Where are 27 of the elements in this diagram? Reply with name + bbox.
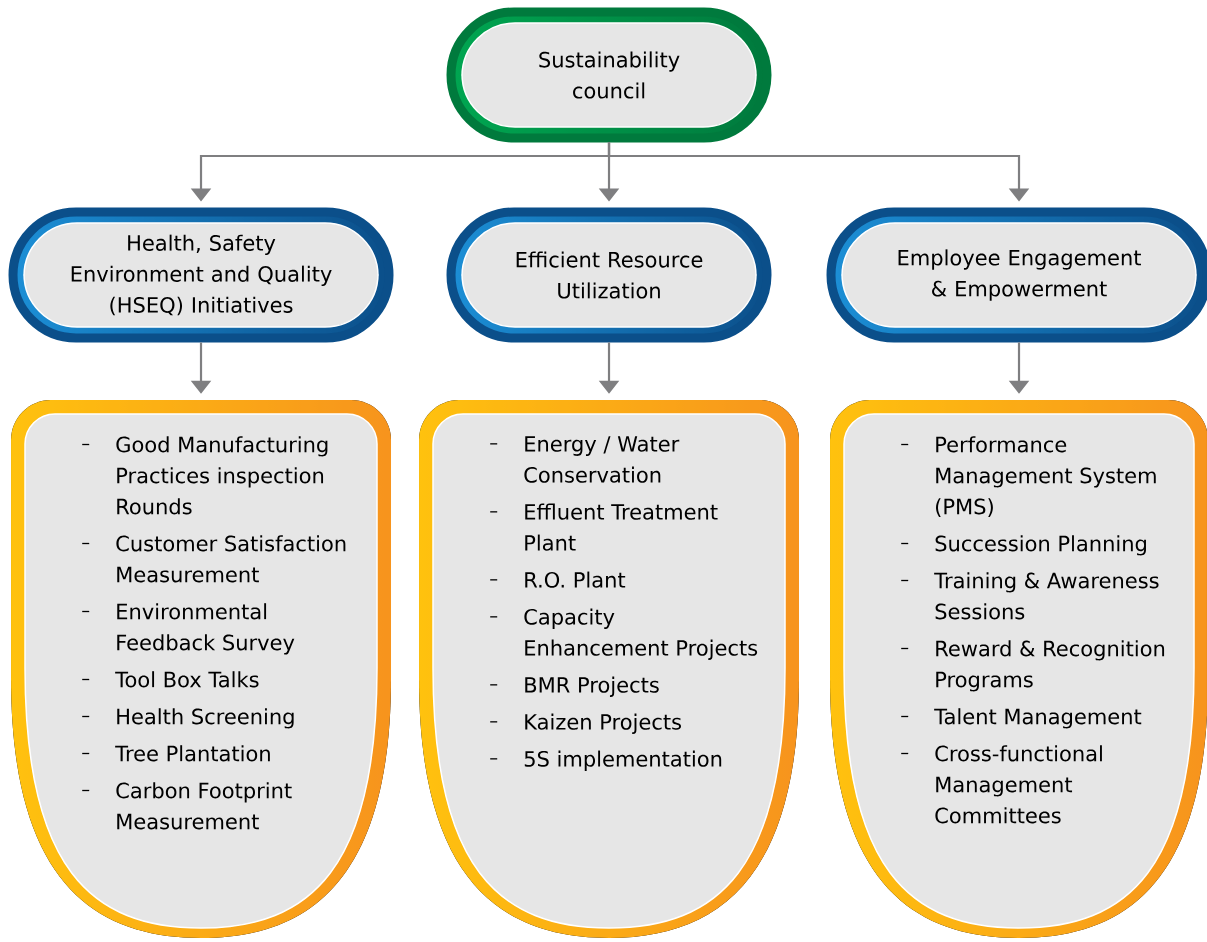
list-panel — [830, 400, 1207, 938]
list-item: Tool Box Talks — [81, 671, 259, 688]
list-item: Energy / Water Conservation — [489, 436, 680, 483]
list-item: Health Screening — [81, 708, 294, 729]
list-item: Tree Plantation — [81, 745, 270, 762]
list-item: Effluent Treatment Plant — [489, 503, 718, 551]
pill-box: Sustainability council — [446, 7, 772, 143]
list-panel — [419, 400, 799, 938]
list-item: Succession Planning — [900, 535, 1146, 556]
list-item: Good Manufacturing Practices inspection Rounds — [81, 436, 328, 515]
pill-box: Health, Safety Environment and Quality (HSEQ) Initiatives — [8, 207, 394, 343]
list-item: Carbon Footprint Measurement — [81, 782, 292, 830]
list-item: Training & Awareness Sessions — [900, 572, 1159, 620]
pill-box: Efficient Resource Utilization — [446, 207, 772, 343]
list-item: Kaizen Projects — [489, 713, 681, 734]
list-item: 5S implementation — [489, 750, 722, 771]
list-item: Reward & Recognition Programs — [900, 640, 1165, 692]
list-item: Talent Management — [900, 708, 1142, 729]
list-item: Cross-functional Management Committees — [900, 745, 1102, 824]
list-item: R.O. Plant — [489, 571, 626, 588]
list-panel — [11, 400, 391, 938]
list-item: Customer Satisfaction Measurement — [81, 535, 346, 583]
pill-box: Employee Engagement & Empowerment — [826, 207, 1207, 343]
list-item: Environmental Feedback Survey — [81, 603, 295, 655]
list-item: Performance Management System (PMS) — [900, 436, 1156, 517]
list-item: Capacity Enhancement Projects — [489, 608, 758, 660]
list-item: BMR Projects — [489, 676, 659, 697]
